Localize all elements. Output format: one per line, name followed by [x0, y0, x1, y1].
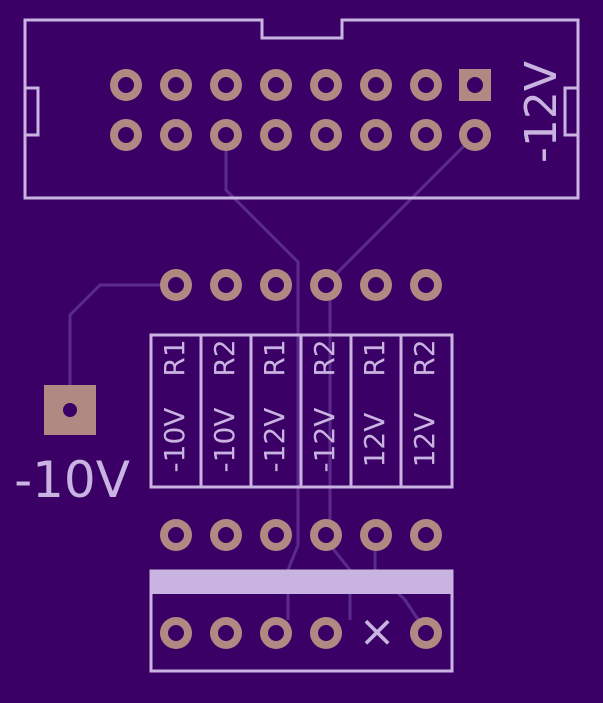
header-pin — [310, 119, 342, 151]
header-outline — [23, 18, 580, 200]
output-pin — [160, 617, 192, 649]
jumper-label-top: R2 — [208, 339, 241, 376]
side-pad-label: -10V — [14, 451, 130, 509]
header-pin — [459, 119, 491, 151]
header-pin — [260, 69, 292, 101]
jumper-lower-pad — [310, 519, 342, 551]
header-pin — [360, 69, 392, 101]
jumper-upper-pad — [360, 269, 392, 301]
header-pin — [410, 69, 442, 101]
jumper-label-top: R1 — [158, 339, 191, 376]
jumper-label-bottom: 12V — [358, 413, 391, 468]
output-pin — [410, 617, 442, 649]
header-pin — [210, 119, 242, 151]
jumper-upper-pad — [160, 269, 192, 301]
jumper-upper-pad — [210, 269, 242, 301]
jumper-label-bottom: -12V — [258, 408, 291, 473]
header-pin — [110, 69, 142, 101]
header-pin — [160, 119, 192, 151]
jumper-label-top: R2 — [308, 339, 341, 376]
output-pin — [260, 617, 292, 649]
jumper-labels: R1 -10V R2 -10V R1 -12V R2 -12V R1 12V R2 12V — [158, 339, 441, 472]
header-pin — [310, 69, 342, 101]
output-pin — [210, 617, 242, 649]
jumper-upper-pad — [260, 269, 292, 301]
header-pin — [260, 119, 292, 151]
jumper-label-top: R1 — [258, 339, 291, 376]
jumper-label-bottom: -10V — [158, 408, 191, 473]
header-pin — [210, 69, 242, 101]
side-pad — [44, 385, 96, 435]
jumper-lower-pad — [210, 519, 242, 551]
header-pin — [160, 69, 192, 101]
jumper-lower-pad — [410, 519, 442, 551]
jumper-label-bottom: -12V — [308, 408, 341, 473]
jumper-label-top: R2 — [408, 339, 441, 376]
jumper-label-bottom: 12V — [408, 413, 441, 468]
jumper-block-outline — [149, 333, 454, 489]
header-pins — [110, 69, 491, 151]
jumper-lower-pad — [260, 519, 292, 551]
jumper-lower-pad — [160, 519, 192, 551]
jumper-lower-pad-row — [160, 519, 442, 551]
output-connector-pins — [160, 617, 442, 649]
header-pin-1-square — [459, 69, 491, 101]
trace-3 — [68, 283, 175, 410]
jumper-label-bottom: -10V — [208, 408, 241, 473]
output-pin — [310, 617, 342, 649]
header-label: -12V — [516, 61, 567, 163]
jumper-upper-pad — [310, 269, 342, 301]
output-connector-outline — [149, 569, 454, 673]
jumper-label-top: R1 — [358, 339, 391, 376]
jumper-upper-pad — [410, 269, 442, 301]
header-pin — [110, 119, 142, 151]
header-pin — [360, 119, 392, 151]
no-connect-mark: × — [359, 606, 396, 657]
jumper-upper-pad-row — [160, 269, 442, 301]
header-pin — [410, 119, 442, 151]
jumper-lower-pad — [360, 519, 392, 551]
